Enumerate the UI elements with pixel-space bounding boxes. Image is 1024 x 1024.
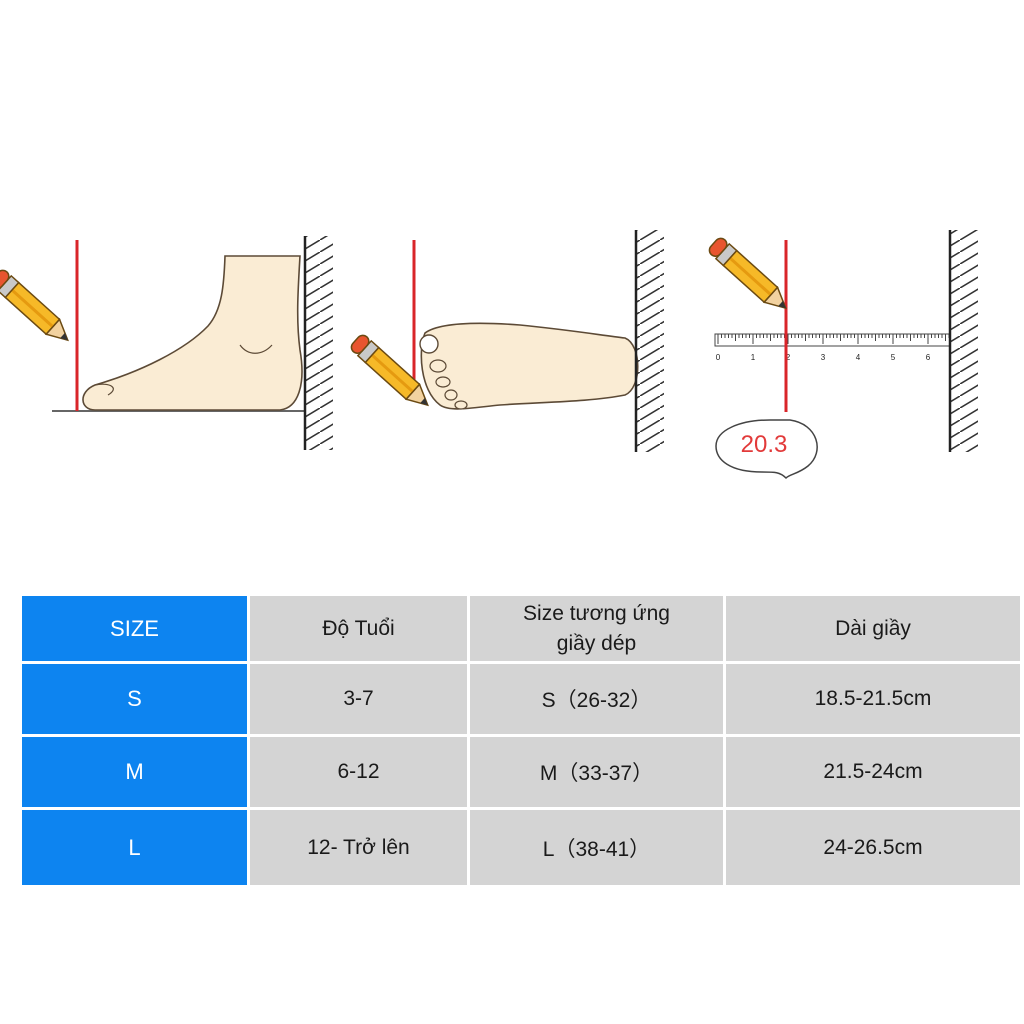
ruler-label: 1 — [751, 353, 756, 362]
age-cell: 3-7 — [250, 664, 470, 737]
length-cell: 18.5-21.5cm — [726, 664, 1020, 737]
pencil-icon — [705, 234, 794, 318]
foot-side-illustration — [0, 236, 333, 450]
length-cell: 24-26.5cm — [726, 810, 1020, 885]
size-cell: M — [22, 737, 250, 810]
ruler-label: 3 — [821, 353, 826, 362]
shoe-size-cell: L（38-41） — [470, 810, 726, 885]
measurement-reading: 20.3 — [741, 431, 788, 458]
shoe-size-cell: S（26-32） — [470, 664, 726, 737]
ruler-illustration: 0 1 2 3 4 5 6 20.3 — [705, 230, 978, 480]
size-cell: L — [22, 810, 250, 885]
size-cell: S — [22, 664, 250, 737]
ruler-label: 5 — [891, 353, 896, 362]
age-cell: 12- Trở lên — [250, 810, 470, 885]
length-cell: 21.5-24cm — [726, 737, 1020, 810]
pencil-icon — [0, 266, 76, 350]
shoe-size-cell: M（33-37） — [470, 737, 726, 810]
header-shoe-size: Size tương ứng giầy dép — [470, 596, 726, 664]
header-size: SIZE — [22, 596, 250, 664]
ruler-label: 2 — [786, 353, 791, 362]
header-age: Độ Tuổi — [250, 596, 470, 664]
measurement-illustration: 0 1 2 3 4 5 6 20.3 — [0, 230, 978, 480]
age-cell: 6-12 — [250, 737, 470, 810]
ruler-label: 0 — [716, 353, 721, 362]
ruler-label: 4 — [856, 353, 861, 362]
header-length: Dài giầy — [726, 596, 1020, 664]
speech-bubble — [715, 419, 818, 480]
ruler-label: 6 — [926, 353, 931, 362]
foot-top-illustration — [347, 230, 664, 452]
size-table: SIZE Độ Tuổi Size tương ứng giầy dép Dài… — [22, 596, 1020, 891]
